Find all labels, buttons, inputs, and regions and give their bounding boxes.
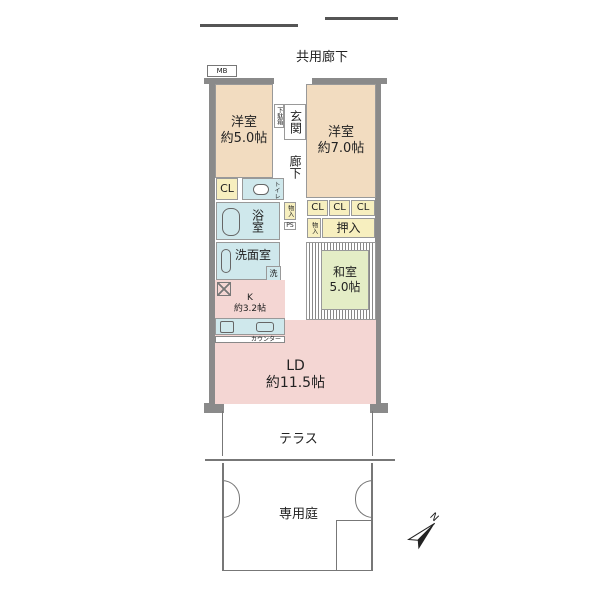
washroom-label: 洗面室 (234, 247, 271, 262)
toilet-label: トイレ (273, 181, 280, 199)
closet-b3-label: CL (356, 201, 370, 213)
range-hood-icon (217, 282, 231, 296)
kitchen-counter (215, 318, 285, 335)
closet-b1: CL (307, 200, 328, 216)
stove-icon (220, 321, 234, 333)
western-room-a-size: 約5.0帖 (220, 131, 268, 146)
western-room-b-size: 約7.0帖 (317, 141, 365, 156)
corridor-line-left (200, 24, 298, 27)
shoe-box-label: 下駄箱 (275, 107, 283, 125)
kitchen-size: 約3.2帖 (233, 304, 267, 314)
western-room-b: 洋室 約7.0帖 (306, 84, 376, 198)
pipe-space-label: PS (286, 222, 294, 230)
western-room-a-name: 洋室 (230, 114, 257, 130)
closet-b3: CL (351, 200, 375, 216)
counter-bar: カウンター (215, 336, 285, 343)
bathroom-label: 浴室 (250, 209, 265, 233)
terrace-edge (205, 459, 395, 461)
sink-icon (221, 249, 231, 273)
hallway-text: 廊下 (288, 155, 302, 179)
garden-label: 専用庭 (279, 507, 319, 522)
wall-left (209, 78, 215, 412)
closet-b2-label: CL (333, 201, 346, 213)
wall-bottom-left (204, 403, 224, 413)
corridor-line-right (325, 17, 398, 20)
entrance-label: 玄関 (288, 110, 303, 134)
bathroom: 浴室 (216, 202, 280, 240)
closet-b2: CL (329, 200, 350, 216)
shoe-box: 下駄箱 (274, 104, 284, 128)
kitchen-name: K (247, 292, 253, 303)
compass-icon: N (402, 511, 442, 554)
ld-size: 約11.5帖 (265, 375, 326, 391)
wall-bottom-right (370, 403, 388, 413)
entrance: 玄関 (284, 104, 306, 140)
kitchen-sink-icon (256, 322, 274, 332)
counter-label: カウンター (250, 336, 281, 343)
mb-label: MB (216, 67, 228, 75)
closet-left: CL (216, 178, 238, 200)
ld-name: LD (286, 357, 305, 374)
japanese-room-size: 5.0帖 (329, 280, 361, 294)
terrace (222, 411, 373, 456)
toilet-bowl-icon (253, 184, 269, 195)
mb-box: MB (207, 65, 237, 77)
garden-box (336, 520, 373, 571)
pipe-space: PS (284, 222, 296, 230)
wall-top-right (312, 78, 387, 84)
washer-label: 洗 (269, 269, 278, 278)
closet-b1-label: CL (311, 201, 324, 213)
wall-right (375, 78, 381, 412)
hallway-label: 廊下 (287, 155, 304, 179)
storage-monoire-a: 物入 (284, 202, 296, 220)
japanese-room-name: 和室 (332, 265, 357, 279)
storage-monoire-b: 物入 (307, 218, 321, 238)
storage-monoire-b-label: 物入 (310, 222, 318, 234)
tatami-area: 和室 5.0帖 (321, 250, 369, 310)
corridor-label: 共用廊下 (296, 50, 349, 65)
western-room-b-name: 洋室 (327, 124, 354, 140)
closet-left-label: CL (220, 182, 234, 196)
toilet: トイレ (242, 178, 284, 200)
oshiire-label: 押入 (336, 220, 361, 235)
wall-top-left (204, 78, 274, 84)
western-room-a: 洋室 約5.0帖 (215, 84, 273, 178)
terrace-label: テラス (279, 432, 318, 447)
storage-monoire-a-label: 物入 (286, 205, 294, 217)
bathtub-icon (222, 208, 240, 236)
oshiire: 押入 (322, 218, 375, 238)
